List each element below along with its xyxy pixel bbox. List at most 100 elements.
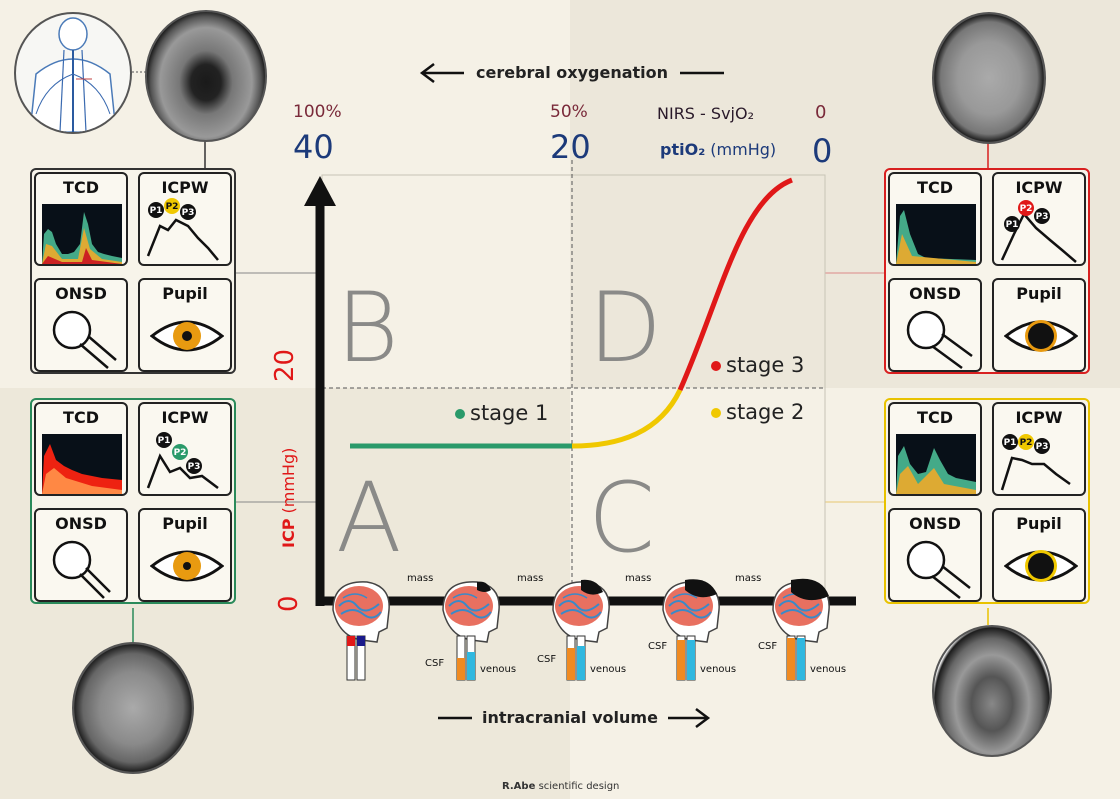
p1-label: P1 [150, 206, 163, 216]
y-tick-20: 20 [270, 348, 300, 382]
p2-label: P2 [1020, 438, 1033, 448]
onsd-label: ONSD [909, 284, 961, 303]
icp-waveform-icon: P1 P2 P3 [1000, 434, 1071, 491]
venous-label-2: venous [590, 664, 627, 675]
credit-text: scientific design [538, 781, 620, 792]
onsd-cell: ONSD [888, 278, 982, 372]
mass-label-3: mass [625, 573, 652, 584]
csf-label-1: CSF [425, 658, 445, 669]
p1-label: P1 [1004, 438, 1017, 448]
tcd-cell: TCD [888, 402, 982, 496]
stage1-dot-icon [455, 409, 465, 419]
onsd-label: ONSD [55, 514, 107, 533]
monitor-panel-d: TCD ICPW P1 P2 P3 ONSD Pupil [884, 168, 1090, 374]
ct-scan-b [145, 10, 267, 142]
curve-stage3 [677, 177, 793, 392]
quadrant-a-label: A [336, 462, 402, 574]
p1-label: P1 [1006, 220, 1019, 230]
pupil-label: Pupil [162, 514, 208, 533]
quadrant-b-label: B [336, 272, 399, 384]
nirs-zero: 0 [815, 102, 827, 123]
eye-dilated-pupil-icon [1004, 550, 1078, 582]
icpw-cell: ICPW P1 P2 P3 [992, 402, 1086, 496]
tcd-waveform-icon [896, 434, 976, 494]
stage2-label: stage 2 [726, 400, 805, 424]
brain-mass-small-icon [442, 580, 501, 681]
tcd-waveform-icon [896, 204, 976, 264]
optic-nerve-icon [52, 540, 111, 599]
oxygenation-label: cerebral oxygenation [476, 63, 669, 82]
ptio2-40: 40 [293, 128, 334, 166]
tcd-label: TCD [63, 408, 99, 427]
volume-label: intracranial volume [482, 708, 658, 727]
mass-label-1: mass [407, 573, 434, 584]
icp-name: ICP [279, 518, 298, 548]
p2-label: P2 [1020, 204, 1033, 214]
onsd-cell: ONSD [34, 508, 128, 602]
monitor-panel-a: TCD ICPW P1 P2 P3 ONSD Pupil [30, 398, 236, 604]
pct-50: 50% [550, 102, 588, 122]
quadrant-c-label: C [588, 462, 656, 574]
onsd-cell: ONSD [34, 278, 128, 372]
stage3-label: stage 3 [726, 353, 805, 377]
ptio2-label: ptiO₂ (mmHg) [660, 140, 776, 159]
tcd-cell: TCD [34, 402, 128, 496]
pct-100: 100% [293, 102, 342, 122]
ptio2-name: ptiO₂ [660, 140, 706, 159]
brain-mass-xlarge-icon [772, 578, 831, 681]
p3-label: P3 [188, 462, 201, 472]
p1-label: P1 [158, 436, 171, 446]
ct-scan-c [932, 625, 1052, 757]
icp-waveform-icon: P1 P2 P3 [146, 432, 219, 489]
tcd-cell: TCD [34, 172, 128, 266]
pupil-label: Pupil [1016, 284, 1062, 303]
csf-label-3: CSF [648, 641, 668, 652]
brain-mass-large-icon [662, 579, 721, 681]
volume-arrow: intracranial volume [436, 705, 716, 731]
brain-normal-icon [332, 580, 391, 681]
tcd-waveform-icon [42, 204, 122, 264]
csf-label-2: CSF [537, 654, 557, 665]
icpw-label: ICPW [1015, 408, 1063, 427]
y-tick-0: 0 [274, 595, 304, 612]
ptio2-20: 20 [550, 128, 591, 166]
brain-mass-medium-icon [552, 579, 611, 681]
tcd-cell: TCD [888, 172, 982, 266]
pupil-label: Pupil [162, 284, 208, 303]
onsd-cell: ONSD [888, 508, 982, 602]
pupil-cell: Pupil [992, 508, 1086, 602]
p3-label: P3 [1036, 442, 1049, 452]
optic-nerve-icon [906, 540, 971, 599]
csf-label-4: CSF [758, 641, 778, 652]
p3-label: P3 [182, 208, 195, 218]
left-arrow-icon [419, 63, 724, 83]
y-axis-arrow-icon [304, 176, 336, 206]
icp-unit: (mmHg) [279, 447, 298, 514]
optic-nerve-icon [906, 310, 973, 370]
ct-scan-d [932, 12, 1046, 144]
stage2-dot-icon [711, 408, 721, 418]
tcd-label: TCD [63, 178, 99, 197]
pupil-cell: Pupil [992, 278, 1086, 372]
stage1-label: stage 1 [470, 401, 549, 425]
ptio2-zero: 0 [812, 132, 833, 170]
credit-author: R.Abe [502, 781, 536, 792]
y-axis-label: ICP (mmHg) [279, 448, 298, 548]
p2-label: P2 [166, 202, 179, 212]
mass-label-2: mass [517, 573, 544, 584]
pupil-cell: Pupil [138, 278, 232, 372]
tcd-label: TCD [917, 408, 953, 427]
pupil-cell: Pupil [138, 508, 232, 602]
curve-stage2 [571, 388, 683, 449]
pupil-label: Pupil [1016, 514, 1062, 533]
p3-label: P3 [1036, 212, 1049, 222]
oxygenation-arrow: cerebral oxygenation [418, 60, 728, 86]
venous-label-4: venous [810, 664, 847, 675]
tcd-waveform-icon [42, 434, 122, 494]
venous-label-1: venous [480, 664, 517, 675]
p2-label: P2 [174, 448, 187, 458]
mass-label-4: mass [735, 573, 762, 584]
eye-normal-pupil-icon [150, 550, 224, 582]
icp-waveform-icon: P1 P2 P3 [1000, 200, 1077, 263]
icpw-label: ICPW [1015, 178, 1063, 197]
